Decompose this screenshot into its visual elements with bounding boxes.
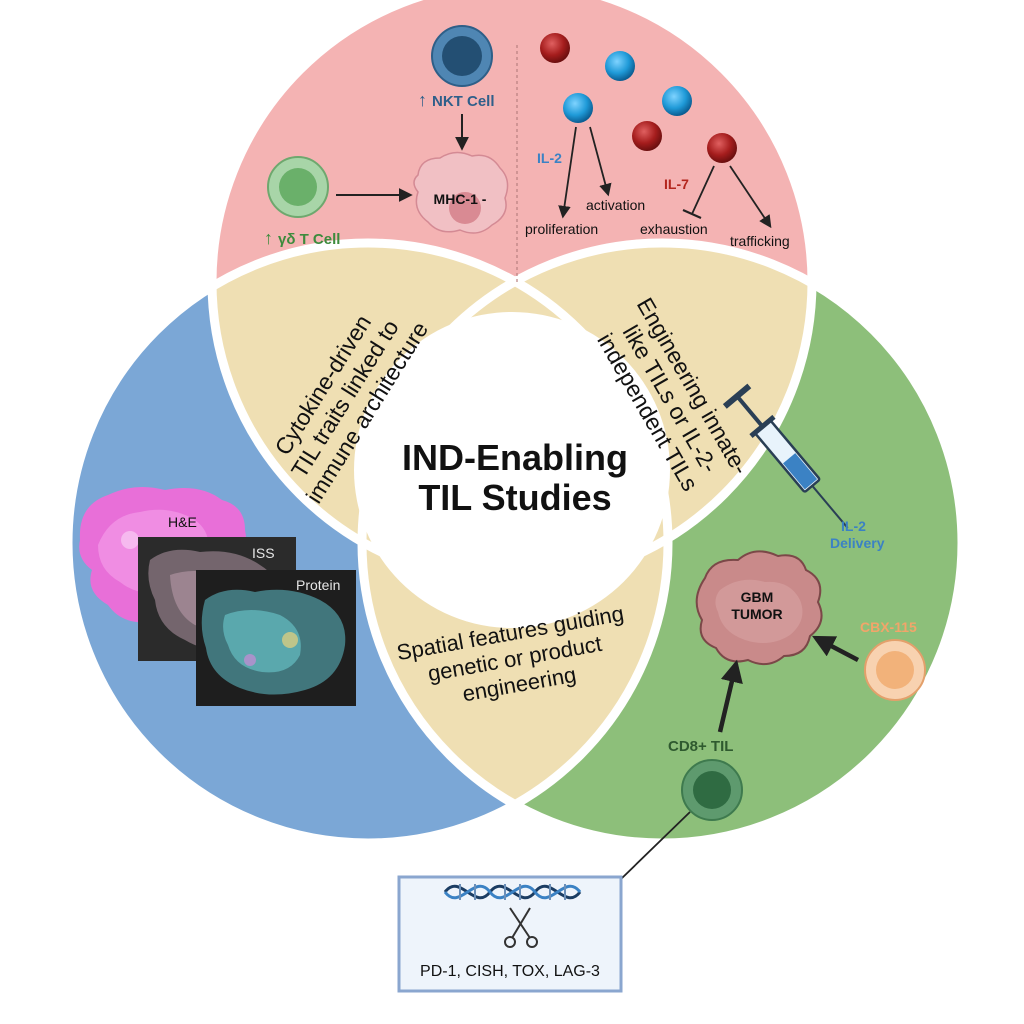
il7-label: IL-7 [664, 176, 689, 192]
mhc-label: MHC-1 - [434, 191, 487, 207]
il2-sphere-icon [662, 86, 692, 116]
nkt-cell-label: NKT Cell [432, 93, 495, 110]
il7-exhaustion-bar [682, 208, 702, 220]
cbx-115-label: CBX-115 [860, 619, 917, 635]
gbm-tumor-line1: GBM [741, 589, 774, 605]
cbx-115-cell-icon [864, 639, 926, 701]
il7-exhaustion-inhibit [691, 165, 715, 215]
iss-label: ISS [252, 545, 275, 561]
he-label: H&E [168, 514, 197, 530]
il7-sphere-icon [540, 33, 570, 63]
activation-label: activation [586, 197, 645, 213]
gbm-tumor-line2: TUMOR [731, 606, 782, 622]
protein-tissue-image [196, 570, 356, 706]
nkt-up-arrow-icon: ↑ [418, 90, 427, 110]
cd8-connector [619, 811, 691, 881]
il2-sphere-icon [605, 51, 635, 81]
syringe-icon [722, 383, 849, 529]
proliferation-label: proliferation [525, 221, 598, 237]
center-title-line2: TIL Studies [418, 477, 611, 518]
cd8-label: CD8+ TIL [668, 738, 733, 755]
scissors-icon [504, 907, 538, 948]
mhc-negative-cell-icon [413, 151, 509, 234]
center-title-line1: IND-Enabling [402, 437, 628, 478]
gd-cell-label: γδ T Cell [278, 231, 340, 248]
nkt-cell-icon [431, 25, 493, 87]
protein-label: Protein [296, 577, 340, 593]
il7-trafficking-arrow [729, 165, 772, 229]
exhaustion-label: exhaustion [640, 221, 708, 237]
il2-delivery-line2: Delivery [830, 535, 885, 551]
il7-sphere-icon [632, 121, 662, 151]
il7-sphere-icon [707, 133, 737, 163]
center-circle [354, 312, 670, 628]
gd-t-cell-icon [267, 156, 329, 218]
cd8-arrow [717, 659, 743, 733]
cd8-til-cell-icon [681, 759, 743, 821]
trafficking-label: trafficking [730, 233, 790, 249]
cbx-arrow [812, 635, 860, 662]
il2-proliferation-arrow [558, 126, 577, 219]
gene-targets-label: PD-1, CISH, TOX, LAG-3 [420, 963, 600, 980]
il2-activation-arrow [589, 126, 612, 197]
gbm-tumor-icon [695, 550, 823, 666]
dna-icon [443, 884, 582, 900]
il2-sphere-icon [563, 93, 593, 123]
gd-up-arrow-icon: ↑ [264, 228, 273, 248]
il2-label: IL-2 [537, 150, 562, 166]
gene-edit-box [397, 875, 623, 993]
il2-delivery-line1: IL-2 [841, 518, 866, 534]
